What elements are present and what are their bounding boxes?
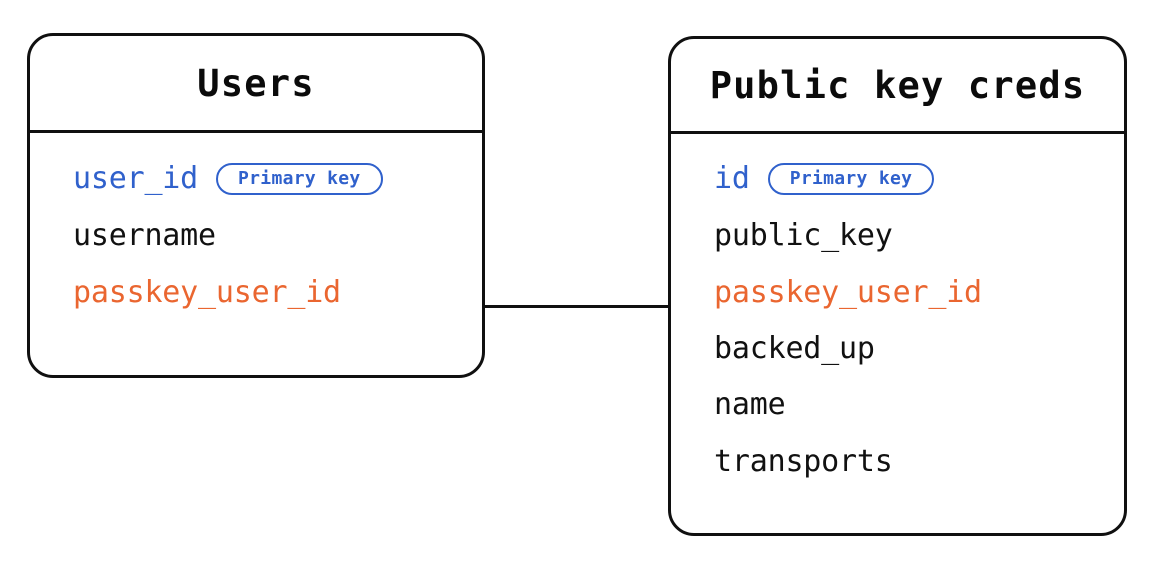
field-row: transports [714, 445, 893, 479]
entity-field-list-users: user_id Primary key username passkey_user_i… [30, 133, 482, 375]
field-name-passkey_user_id: passkey_user_id [714, 275, 982, 310]
field-name-transports: transports [714, 444, 893, 479]
entity-title: Users [197, 61, 315, 105]
field-row: username [73, 219, 216, 253]
primary-key-badge-label: Primary key [238, 168, 361, 189]
field-row: backed_up [714, 332, 875, 366]
field-name-username: username [73, 218, 216, 253]
field-name-user_id: user_id [73, 161, 199, 196]
field-row: name [714, 387, 786, 422]
entity-title: Public key creds [709, 63, 1086, 107]
field-name-backed_up: backed_up [714, 331, 875, 366]
field-name-public_key: public_key [714, 218, 893, 253]
field-row: user_id Primary key [73, 162, 383, 196]
field-row: id Primary key [714, 161, 935, 196]
entity-card-users: Users user_id Primary key username passkey_u… [27, 33, 485, 378]
primary-key-badge: Primary key [216, 163, 383, 195]
entity-header-users: Users [30, 36, 482, 133]
primary-key-badge: Primary key [767, 163, 935, 195]
field-row: passkey_user_id [73, 276, 341, 310]
field-row: public_key [714, 219, 893, 253]
entity-header-public_key_creds: Public key creds [671, 39, 1124, 134]
relationship-connector [483, 305, 669, 308]
primary-key-badge-label: Primary key [789, 168, 913, 189]
field-name-name: name [714, 387, 786, 422]
field-name-passkey_user_id: passkey_user_id [73, 275, 341, 310]
field-name-id: id [714, 161, 750, 196]
field-row: passkey_user_id [714, 276, 982, 310]
